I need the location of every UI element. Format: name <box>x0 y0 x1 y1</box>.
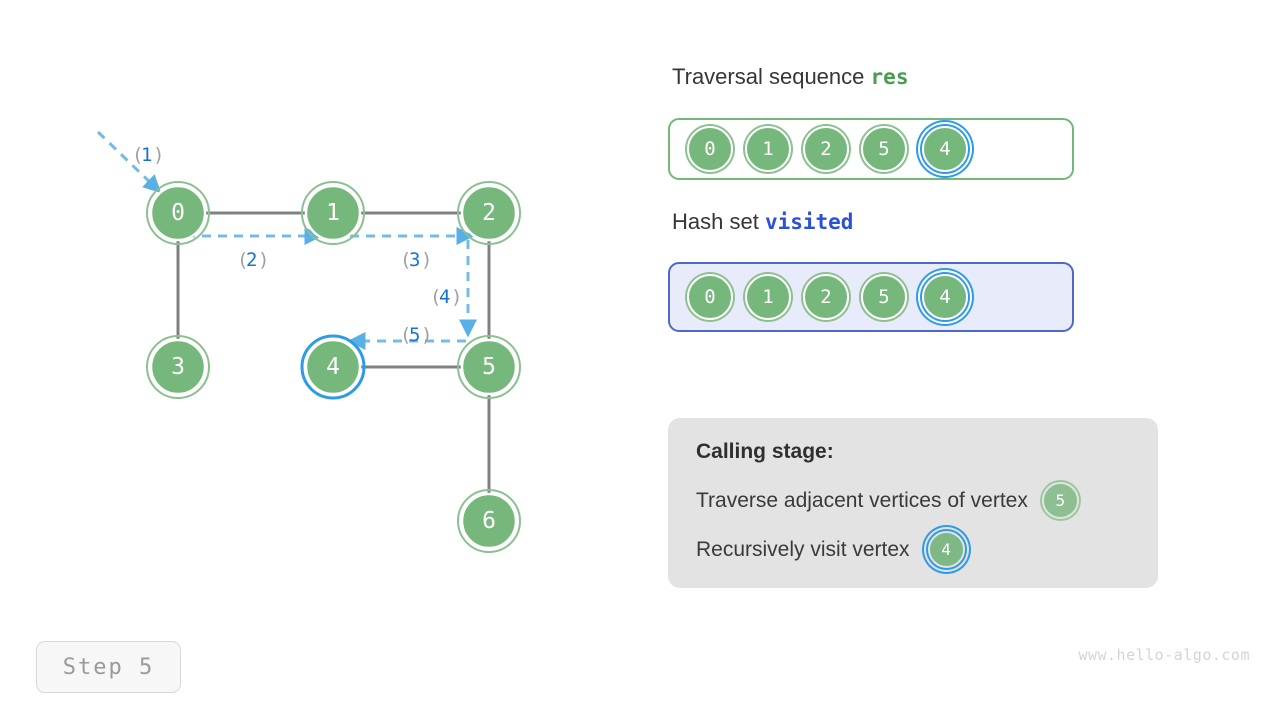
step-order-label-2-num: 2 <box>246 249 257 271</box>
graph-node-0-label: 0 <box>171 200 185 226</box>
calling-stage-row-text: Traverse adjacent vertices of vertex <box>696 488 1028 512</box>
svg-text:(: ( <box>132 144 143 166</box>
step-order-label-3: ( 3 ) <box>400 249 432 271</box>
step-order-label-4-num: 4 <box>439 286 450 308</box>
calling-stage-row-badge: 5 <box>1041 482 1079 519</box>
step-order-label-1: ( 1 ) <box>132 144 164 166</box>
res-chip[interactable]: 2 <box>803 126 849 172</box>
res-chip[interactable]: 5 <box>861 126 907 172</box>
visited-title-text: Hash set <box>672 209 759 234</box>
svg-text:): ) <box>421 324 432 346</box>
res-code-keyword: res <box>870 65 909 89</box>
calling-stage-row: Recursively visit vertex 4 <box>696 531 1132 568</box>
graph-svg: 0 1 2 3 4 <box>96 130 521 553</box>
svg-text:(: ( <box>400 249 411 271</box>
calling-stage-panel: Calling stage: Traverse adjacent vertice… <box>668 418 1158 588</box>
graph-node-6[interactable]: 6 <box>457 489 521 553</box>
res-section-title: Traversal sequence res <box>672 64 908 90</box>
svg-text:): ) <box>421 249 432 271</box>
step-badge: Step 5 <box>36 641 181 693</box>
graph-node-4-label: 4 <box>326 354 340 380</box>
graph-node-5-label: 5 <box>482 354 496 380</box>
res-chip[interactable]: 0 <box>687 126 733 172</box>
graph-node-0[interactable]: 0 <box>146 181 210 245</box>
visited-chip[interactable]: 1 <box>745 274 791 320</box>
svg-text:): ) <box>451 286 462 308</box>
svg-text:): ) <box>258 249 269 271</box>
res-title-text: Traversal sequence <box>672 64 865 89</box>
right-panel: Traversal sequence res 0 1 2 5 4 Hash se… <box>668 0 1280 720</box>
calling-stage-row: Traverse adjacent vertices of vertex 5 <box>696 482 1132 519</box>
graph-node-3-label: 3 <box>171 354 185 380</box>
graph-node-1[interactable]: 1 <box>301 181 365 245</box>
visited-chip-selected[interactable]: 4 <box>922 274 968 320</box>
graph-nodes: 0 1 2 3 4 <box>146 181 521 553</box>
res-chip[interactable]: 1 <box>745 126 791 172</box>
visited-chip[interactable]: 0 <box>687 274 733 320</box>
graph-node-3[interactable]: 3 <box>146 335 210 399</box>
step-order-label-1-num: 1 <box>141 144 152 166</box>
visited-section-title: Hash set visited <box>672 209 853 235</box>
graph-node-6-label: 6 <box>482 508 496 534</box>
graph-node-4[interactable]: 4 <box>300 334 366 400</box>
graph-node-2-label: 2 <box>482 200 496 226</box>
graph-node-5[interactable]: 5 <box>457 335 521 399</box>
svg-text:): ) <box>153 144 164 166</box>
step-order-labels: ( 1 ) ( 2 ) ( 3 ) ( 4 ) ( 5 ) <box>132 144 462 346</box>
step-order-label-3-num: 3 <box>409 249 420 271</box>
traversal-arrows <box>96 130 477 350</box>
svg-text:(: ( <box>430 286 441 308</box>
traversal-arrow-1 <box>96 130 162 194</box>
step-order-label-5: ( 5 ) <box>400 324 432 346</box>
calling-stage-row-text: Recursively visit vertex <box>696 537 910 561</box>
graph-node-2[interactable]: 2 <box>457 181 521 245</box>
calling-stage-title: Calling stage: <box>696 440 834 463</box>
step-order-label-5-num: 5 <box>409 324 420 346</box>
step-order-label-4: ( 4 ) <box>430 286 462 308</box>
visited-chip[interactable]: 5 <box>861 274 907 320</box>
graph-node-1-label: 1 <box>326 200 340 226</box>
svg-text:(: ( <box>237 249 248 271</box>
watermark: www.hello-algo.com <box>1078 646 1250 664</box>
res-value-box: 0 1 2 5 4 <box>668 118 1074 180</box>
graph-panel: 0 1 2 3 4 <box>0 0 640 620</box>
step-order-label-2: ( 2 ) <box>237 249 269 271</box>
visited-value-box: 0 1 2 5 4 <box>668 262 1074 332</box>
svg-text:(: ( <box>400 324 411 346</box>
calling-stage-row-badge-selected: 4 <box>927 531 965 568</box>
res-chip-selected[interactable]: 4 <box>922 126 968 172</box>
visited-code-keyword: visited <box>764 210 854 234</box>
visited-chip[interactable]: 2 <box>803 274 849 320</box>
